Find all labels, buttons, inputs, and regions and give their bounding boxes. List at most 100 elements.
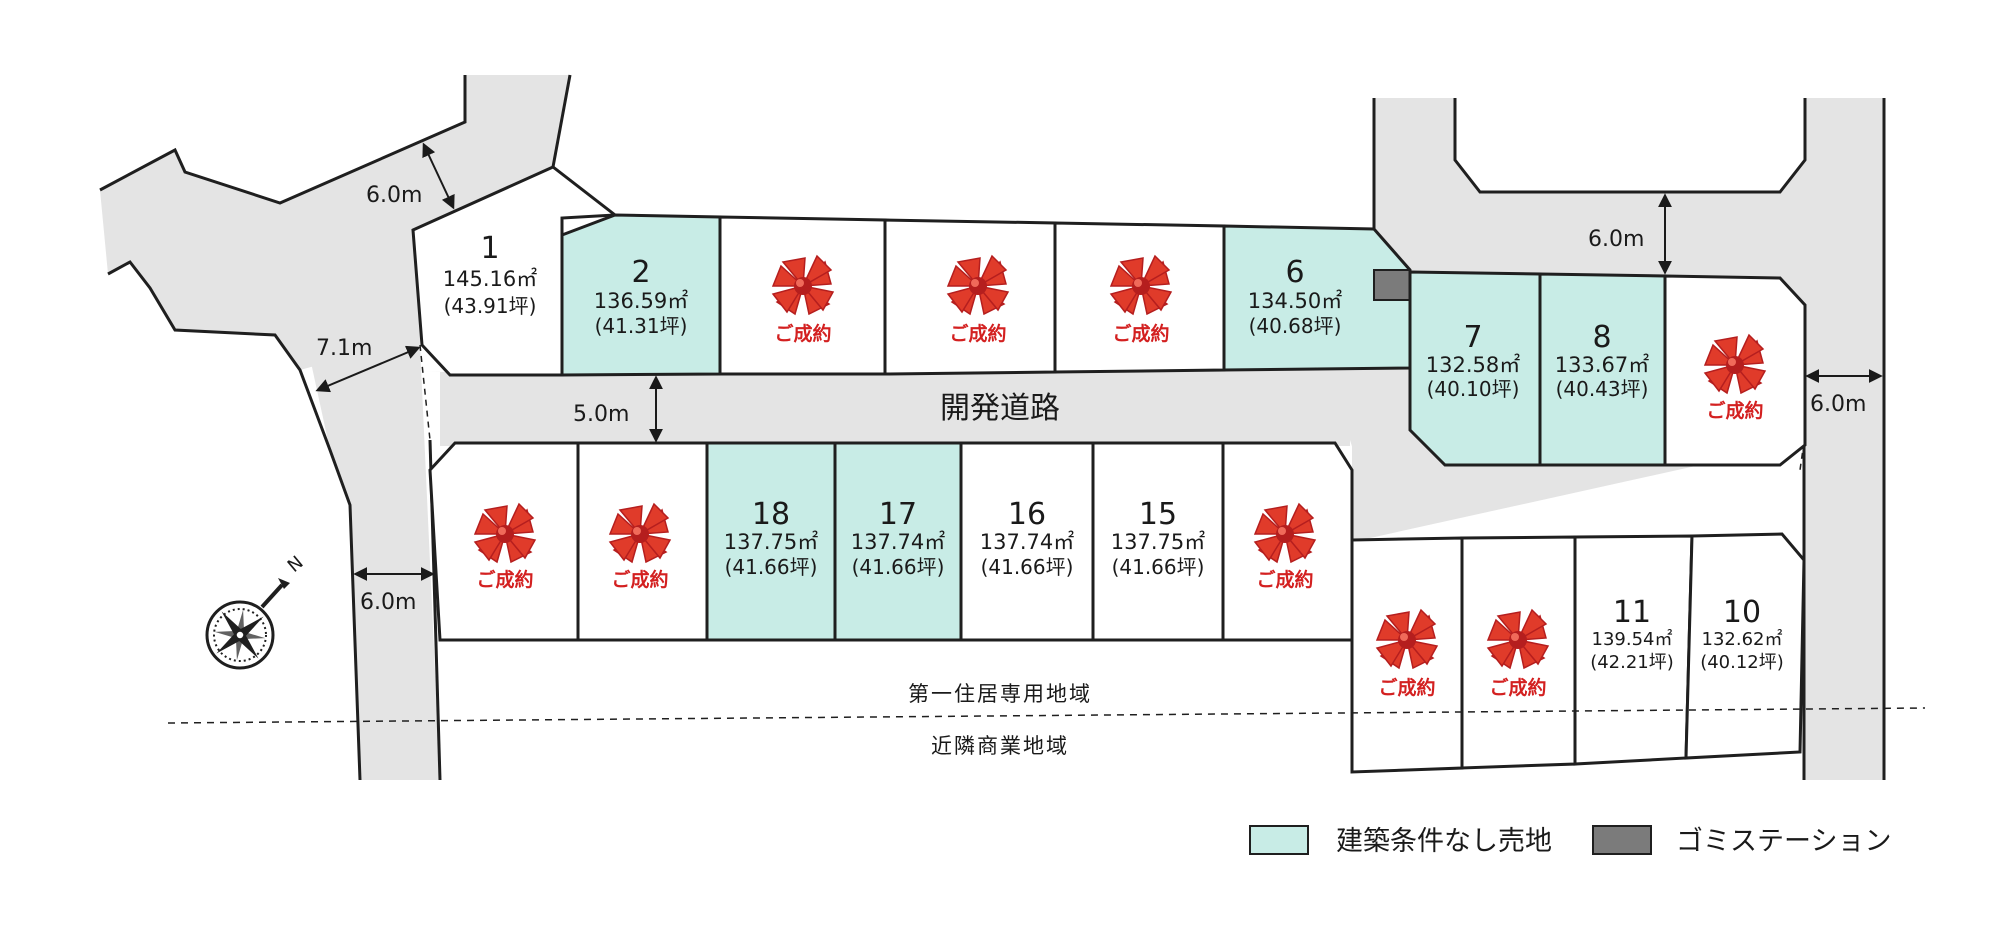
setback-line-west <box>419 344 431 441</box>
svg-text:7: 7 <box>1463 320 1482 355</box>
dimension-arrow-2 <box>315 345 421 393</box>
zoning-boundary-line <box>167 707 1926 724</box>
legend-label-unconditional: 建築条件なし売地 <box>1336 826 1552 857</box>
svg-text:137.75㎡: 137.75㎡ <box>1111 530 1205 554</box>
svg-text:(43.91坪): (43.91坪) <box>444 294 537 318</box>
sold-label: ご成約 <box>949 322 1006 345</box>
lot-11[interactable] <box>1573 534 1694 766</box>
svg-text:8: 8 <box>1592 320 1611 355</box>
svg-text:10: 10 <box>1723 595 1761 630</box>
lot-13[interactable] <box>1350 536 1464 774</box>
garbage-station[interactable] <box>1373 269 1411 301</box>
lot-label-7: 7 132.58㎡ (40.10坪) <box>1426 320 1520 401</box>
sold-lot-5: ご成約 <box>1110 255 1172 345</box>
lot-label-1: 1 145.16㎡ (43.91坪) <box>443 231 537 318</box>
sold-label: ご成約 <box>1706 399 1763 422</box>
lots-south-row <box>428 441 1354 642</box>
sold-label: ご成約 <box>1112 322 1169 345</box>
svg-text:1: 1 <box>480 231 499 266</box>
lot-label-2: 2 136.59㎡ (41.31坪) <box>594 255 688 338</box>
svg-text:145.16㎡: 145.16㎡ <box>443 267 537 291</box>
lot-10[interactable] <box>1684 532 1806 760</box>
svg-text:133.67㎡: 133.67㎡ <box>1555 353 1649 377</box>
sold-label: ご成約 <box>476 568 533 591</box>
svg-text:(41.31坪): (41.31坪) <box>595 314 688 338</box>
legend-swatch-unconditional <box>1249 825 1309 855</box>
sold-lot-20: ご成約 <box>474 503 536 591</box>
lot-labels: 1 145.16㎡ (43.91坪) 2 136.59㎡ (41.31坪) 6 … <box>443 231 1784 673</box>
lot-3[interactable] <box>718 215 887 376</box>
svg-text:(40.68坪): (40.68坪) <box>1249 314 1342 338</box>
lot-5[interactable] <box>1053 221 1226 374</box>
lot-label-11: 11 139.54㎡ (42.21坪) <box>1590 595 1674 673</box>
road-east-top <box>1374 98 1805 275</box>
sold-lot-4: ご成約 <box>947 255 1009 345</box>
dimension-label-6: 6.0m <box>360 590 416 615</box>
svg-text:2: 2 <box>631 255 650 290</box>
sold-lot-3: ご成約 <box>772 255 834 345</box>
svg-text:(40.10坪): (40.10坪) <box>1427 377 1520 401</box>
svg-text:(41.66坪): (41.66坪) <box>725 555 818 579</box>
dimension-label-2: 7.1m <box>316 336 372 361</box>
svg-text:11: 11 <box>1613 595 1651 630</box>
compass-icon: N <box>205 552 308 670</box>
svg-text:136.59㎡: 136.59㎡ <box>594 289 688 313</box>
dimension-label-5: 6.0m <box>1810 392 1866 417</box>
dimension-labels: 6.0m 7.1m 6.0m 5.0m 6.0m 6.0m <box>316 183 1866 615</box>
svg-text:(40.12坪): (40.12坪) <box>1700 652 1784 673</box>
road-name-label: 開発道路 <box>940 391 1060 426</box>
sold-lot-19: ご成約 <box>609 503 671 591</box>
lots-southeast <box>1350 532 1806 774</box>
svg-text:137.75㎡: 137.75㎡ <box>724 530 818 554</box>
lot-label-18: 18 137.75㎡ (41.66坪) <box>724 497 818 579</box>
sold-label: ご成約 <box>1378 676 1435 699</box>
lot-label-8: 8 133.67㎡ (40.43坪) <box>1555 320 1649 401</box>
lot-label-17: 17 137.74㎡ (41.66坪) <box>851 497 945 579</box>
svg-text:139.54㎡: 139.54㎡ <box>1592 628 1673 650</box>
lot-label-15: 15 137.75㎡ (41.66坪) <box>1111 497 1205 579</box>
svg-text:6: 6 <box>1285 255 1304 290</box>
dimension-label-1: 6.0m <box>366 183 422 208</box>
dimension-markers <box>315 142 1883 581</box>
zone-label-lower: 近隣商業地域 <box>931 734 1069 758</box>
compass-north-label: N <box>284 552 308 577</box>
north-arrow-icon <box>260 583 284 609</box>
sold-lot-14: ご成約 <box>1254 503 1316 591</box>
lots-north-row <box>411 165 1412 377</box>
lot-label-10: 10 132.62㎡ (40.12坪) <box>1700 595 1784 673</box>
svg-text:17: 17 <box>879 497 917 532</box>
legend-label-garbage: ゴミステーション <box>1676 826 1891 857</box>
svg-text:(41.66坪): (41.66坪) <box>981 555 1074 579</box>
svg-text:137.74㎡: 137.74㎡ <box>980 530 1074 554</box>
svg-text:15: 15 <box>1139 497 1177 532</box>
sold-label: ご成約 <box>1489 676 1546 699</box>
lot-7[interactable] <box>1408 270 1542 467</box>
lot-label-16: 16 137.74㎡ (41.66坪) <box>980 497 1074 579</box>
svg-text:18: 18 <box>752 497 790 532</box>
sold-lot-9: ご成約 <box>1704 334 1766 422</box>
road-west <box>305 335 440 780</box>
lot-12[interactable] <box>1460 535 1577 770</box>
svg-text:16: 16 <box>1008 497 1046 532</box>
sold-label: ご成約 <box>1256 568 1313 591</box>
lot-label-6: 6 134.50㎡ (40.68坪) <box>1248 255 1342 338</box>
sold-markers: ご成約 ご成約 ご成約 ご成約 ご成約 ご成約 ご成約 ご成約 <box>474 255 1766 699</box>
dimension-label-3: 6.0m <box>1588 227 1644 252</box>
svg-text:137.74㎡: 137.74㎡ <box>851 530 945 554</box>
dimension-label-4: 5.0m <box>573 402 629 427</box>
sold-label: ご成約 <box>774 322 831 345</box>
sold-lot-12: ご成約 <box>1487 609 1549 699</box>
svg-text:(42.21坪): (42.21坪) <box>1590 652 1674 673</box>
road-east-vertical <box>1804 98 1884 780</box>
sold-lot-13: ご成約 <box>1376 609 1438 699</box>
legend: 建築条件なし売地 ゴミステーション <box>1249 825 1891 857</box>
sold-label: ご成約 <box>611 568 668 591</box>
svg-text:(40.43坪): (40.43坪) <box>1556 377 1649 401</box>
svg-text:134.50㎡: 134.50㎡ <box>1248 289 1342 313</box>
svg-text:132.62㎡: 132.62㎡ <box>1702 628 1783 650</box>
svg-text:132.58㎡: 132.58㎡ <box>1426 353 1520 377</box>
svg-text:(41.66坪): (41.66坪) <box>1112 555 1205 579</box>
svg-text:(41.66坪): (41.66坪) <box>852 555 945 579</box>
zone-label-upper: 第一住居専用地域 <box>908 682 1092 706</box>
